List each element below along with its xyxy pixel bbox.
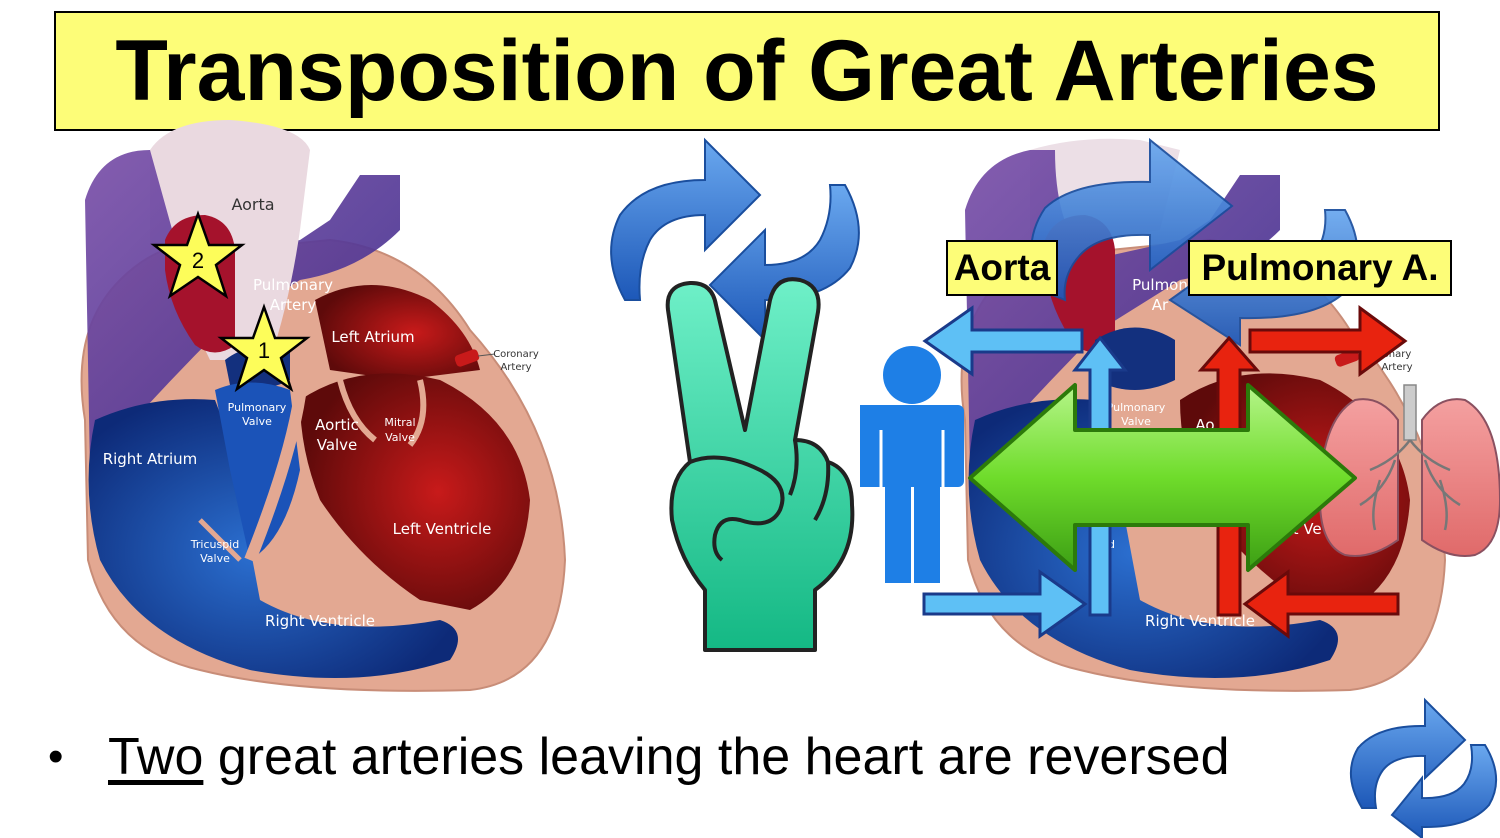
label-right-ventricle: Right Ventricle (265, 612, 375, 630)
pulmonary-tag: Pulmonary A. (1188, 240, 1452, 296)
right-label-pulmonary-valve-1: Pulmonary (1107, 401, 1166, 414)
swap-arrows-icon (1349, 697, 1498, 838)
flow-arrow-blue-to-body (922, 305, 1084, 377)
label-mitral-valve-1: Mitral (384, 416, 415, 429)
pulmonary-tag-text: Pulmonary A. (1201, 247, 1439, 288)
label-pulmonary-artery-2: Artery (270, 296, 317, 314)
right-label-coronary-2: Artery (1381, 362, 1412, 373)
left-tricuspid-valve-line (198, 518, 242, 562)
star-number-2: 2 (192, 248, 204, 273)
star-icon: 1 (217, 303, 311, 393)
label-tricuspid-valve-1: Tricuspid (190, 538, 239, 551)
right-coronary-artery (1334, 349, 1360, 367)
label-left-ventricle: Left Ventricle (393, 520, 492, 538)
left-coronary-leader (477, 353, 496, 357)
right-pulmonary-lumen (1095, 327, 1175, 390)
person-icon (860, 346, 964, 583)
right-label-coronary-1: onary (1383, 349, 1412, 360)
right-label-pulmonary-valve-2: Valve (1121, 415, 1151, 428)
title-banner: Transposition of Great Arteries (54, 11, 1440, 131)
page-title: Transposition of Great Arteries (115, 23, 1379, 119)
label-tricuspid-valve-2: Valve (200, 552, 230, 565)
bullet-point: • Two great arteries leaving the heart a… (48, 722, 1230, 792)
label-aortic-valve-2: Valve (317, 436, 358, 454)
swap-double-arrow-icon (968, 383, 1357, 572)
label-mitral-valve-2: Valve (385, 431, 415, 444)
swap-arrows-icon (610, 137, 860, 343)
star-icon: 2 (150, 210, 246, 300)
label-aortic-valve-1: Aortic (315, 416, 359, 434)
left-atrium-region (315, 285, 480, 380)
left-coronary-artery (454, 349, 480, 367)
label-right-atrium: Right Atrium (103, 450, 198, 468)
star-number-1: 1 (258, 338, 270, 363)
bullet-dot: • (48, 732, 64, 781)
label-aorta: Aorta (231, 195, 274, 214)
left-mitral-valve-line (407, 379, 427, 447)
flow-arrow-red-to-lungs (1248, 305, 1408, 377)
right-label-pulmonary-1: Pulmon (1132, 276, 1188, 294)
label-coronary-2: Artery (500, 362, 531, 373)
right-chambers-region (88, 399, 459, 678)
left-heart-diagram: Aorta Pulmonary Artery Left Atrium Coron… (80, 120, 567, 692)
right-label-pulmonary-2: Ar (1152, 296, 1169, 314)
label-coronary-1: Coronary (493, 349, 539, 360)
aorta-tag-text: Aorta (953, 247, 1051, 288)
peace-hand-icon (665, 277, 855, 652)
label-pulmonary-artery-1: Pulmonary (253, 276, 333, 294)
flow-arrow-blue-from-body (922, 569, 1088, 639)
bullet-emphasis: Two (108, 728, 204, 786)
left-rv-outflow (215, 382, 300, 560)
left-septum (244, 394, 306, 563)
left-ventricle-region (300, 373, 530, 610)
aorta-tag: Aorta (946, 240, 1058, 296)
left-aortic-valve-line (337, 379, 377, 443)
bullet-text: great arteries leaving the heart are rev… (203, 728, 1230, 786)
label-pulmonary-valve-1: Pulmonary (228, 401, 287, 414)
label-pulmonary-valve-2: Valve (242, 415, 272, 428)
label-left-atrium: Left Atrium (331, 328, 414, 346)
lungs-icon (1318, 384, 1500, 557)
flow-arrow-red-from-lungs (1242, 569, 1400, 639)
